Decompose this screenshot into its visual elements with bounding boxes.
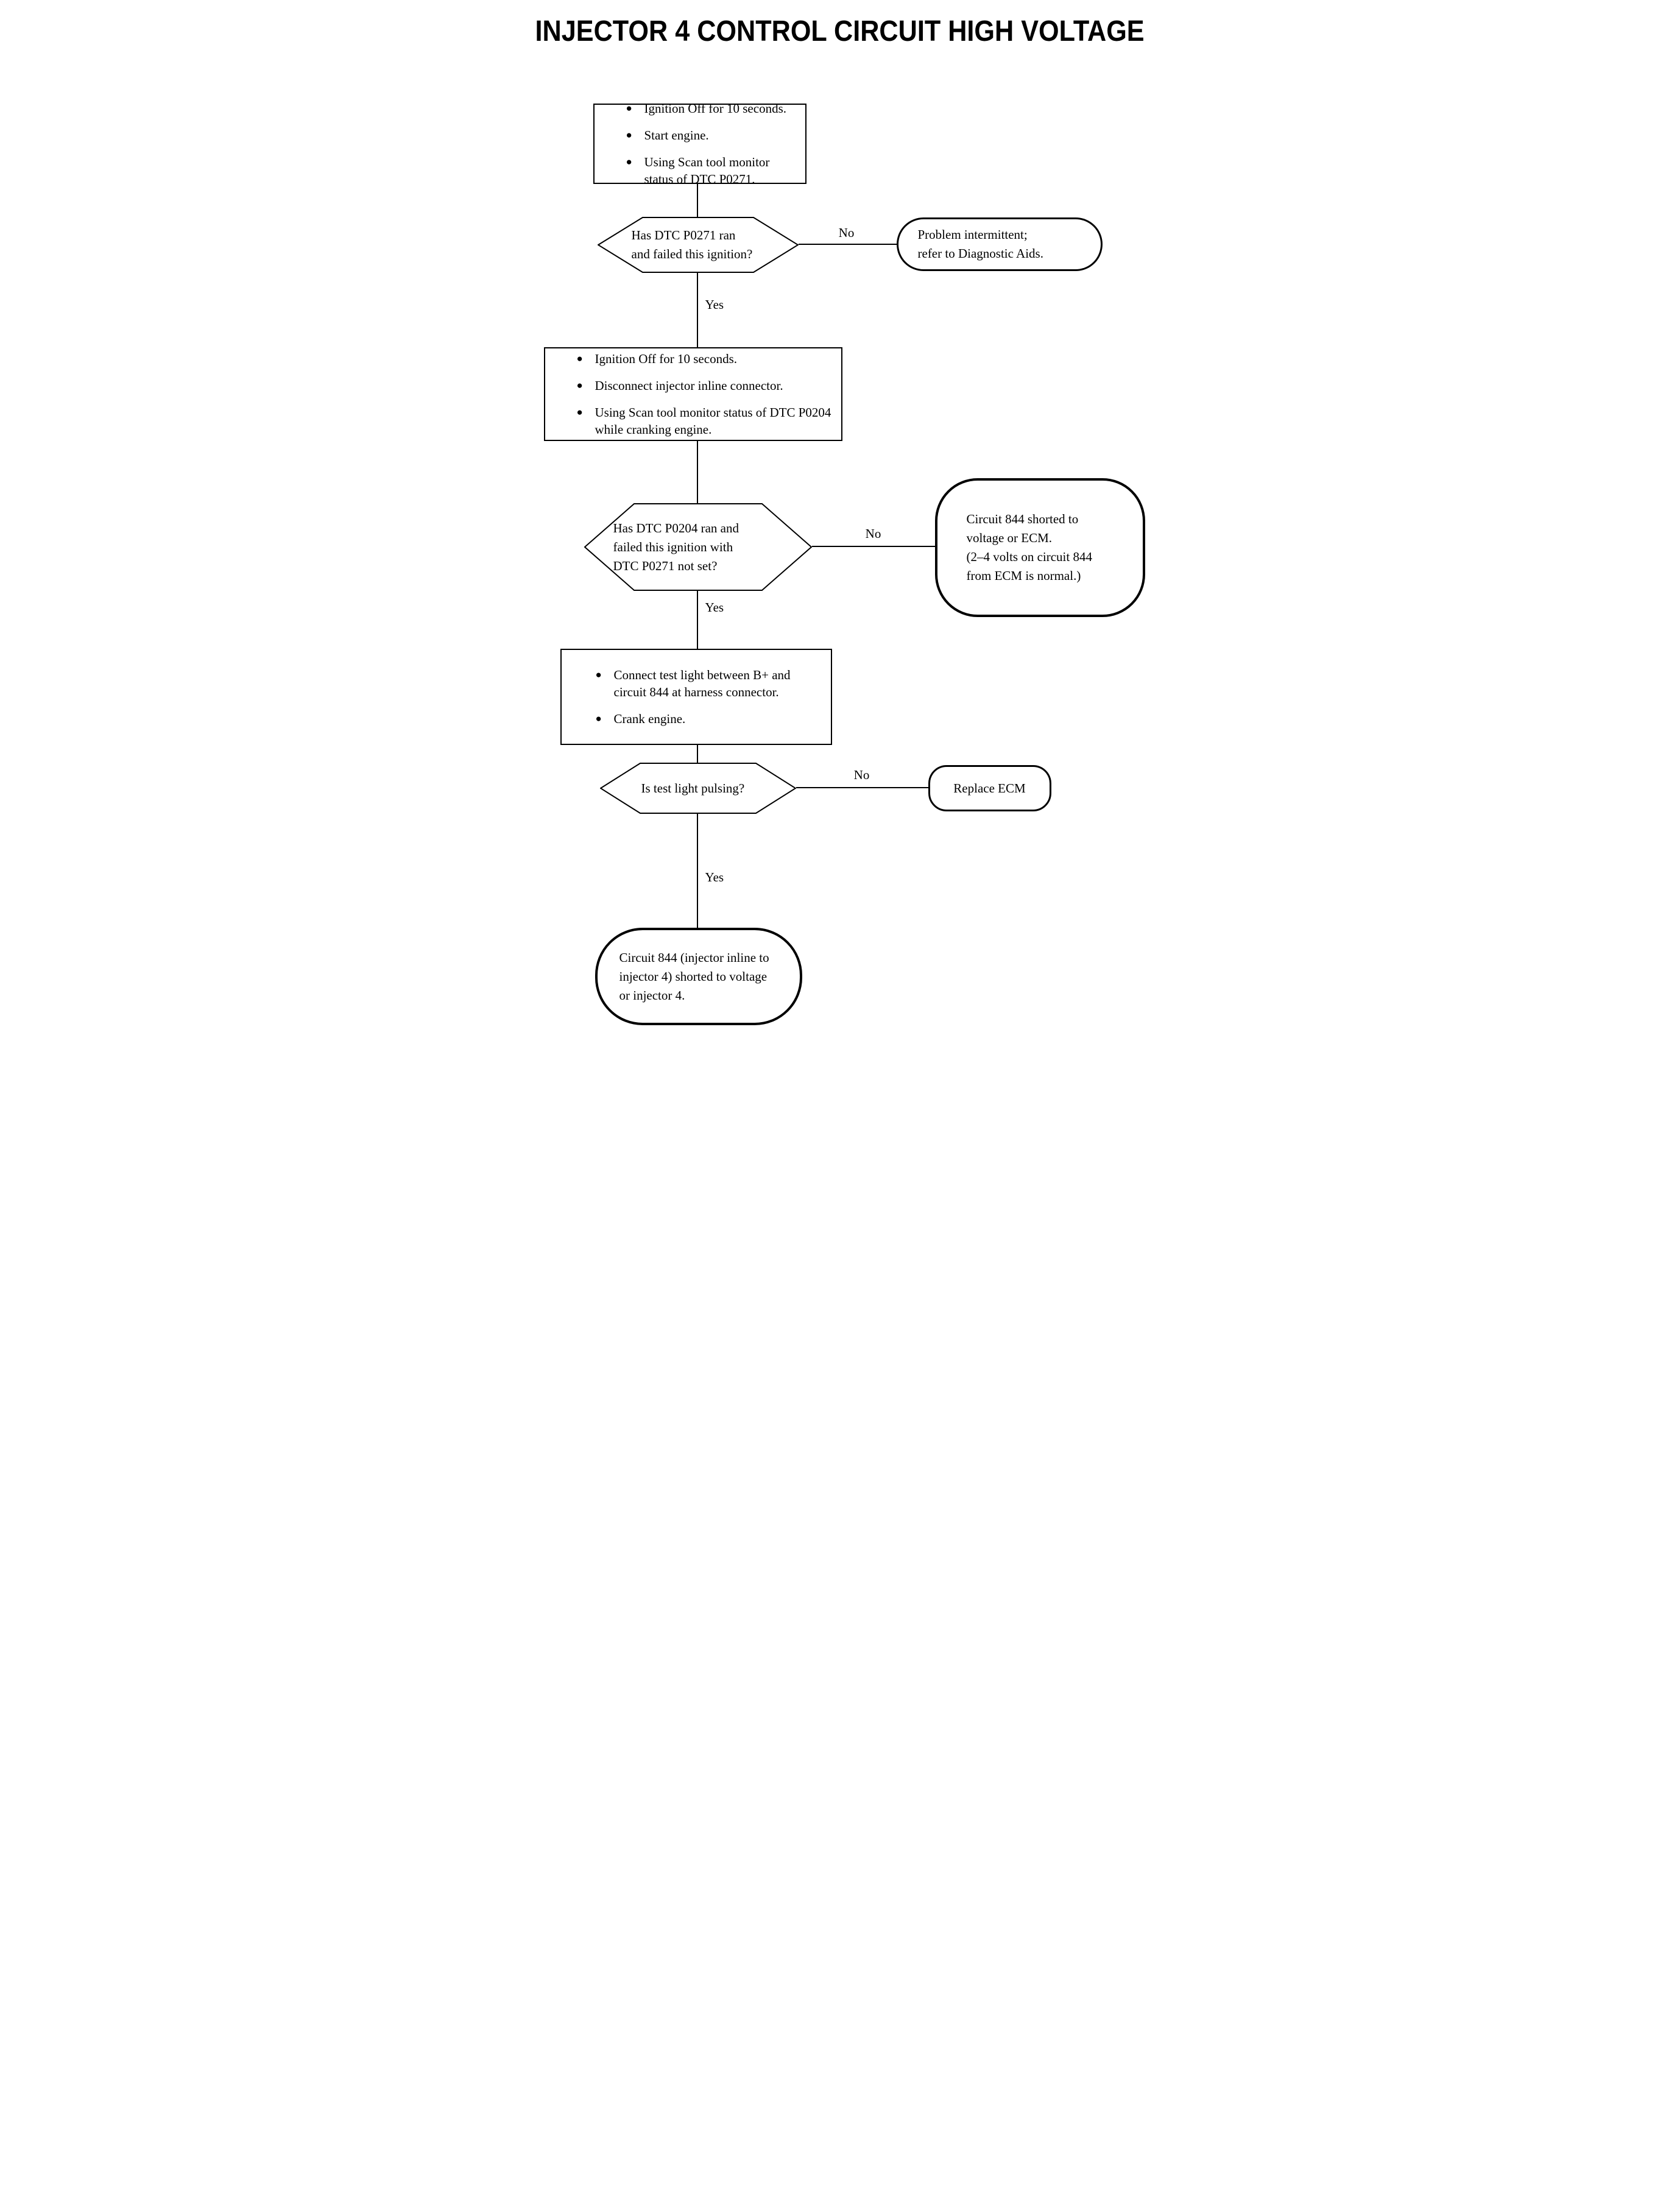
step2-bullet-3-text: Using Scan tool monitor status of DTC P0… [595, 405, 831, 437]
step1-bullet-1-text: Ignition Off for 10 seconds. [644, 101, 787, 116]
step2-bullet-2-text: Disconnect injector inline connector. [595, 378, 783, 393]
bullet-icon: ● [626, 129, 632, 141]
step2-bullet-3: ● Using Scan tool monitor status of DTC … [577, 404, 836, 438]
connector-step1-decision1 [696, 184, 698, 217]
decision3-text: Is test light pulsing? [641, 780, 745, 796]
bullet-icon: ● [626, 156, 632, 168]
connector-decision3-yes [696, 814, 698, 928]
bullet-icon: ● [595, 669, 602, 680]
terminal-circuit-844-shorted: Circuit 844 shorted to voltage or ECM. (… [934, 478, 1145, 617]
step-box-2: ● Ignition Off for 10 seconds. ● Disconn… [543, 347, 842, 441]
connector-step2-decision2 [696, 441, 698, 503]
step2-bullet-2: ● Disconnect injector inline connector. [577, 377, 836, 394]
decision-hexagon-1: Has DTC P0271 ran and failed this igniti… [597, 217, 799, 273]
hexagon-shape [599, 763, 796, 814]
label-no-2: No [865, 526, 881, 541]
label-yes-3: Yes [705, 870, 724, 884]
decision-hexagon-2: Has DTC P0204 ran and failed this igniti… [584, 503, 812, 591]
page-title-text: INJECTOR 4 CONTROL CIRCUIT HIGH VOLTAGE [535, 15, 1145, 48]
step1-bullet-1: ● Ignition Off for 10 seconds. [626, 100, 800, 117]
hexagon-shape [597, 217, 799, 273]
flowchart-page: INJECTOR 4 CONTROL CIRCUIT HIGH VOLTAGE … [420, 0, 1260, 1105]
decision1-text: Has DTC P0271 ran and failed this igniti… [631, 228, 753, 261]
terminal-replace-ecm: Replace ECM [928, 765, 1051, 811]
step-box-3: ● Connect test light between B+ and circ… [560, 649, 832, 745]
label-yes-1: Yes [705, 297, 724, 312]
step1-bullet-3: ● Using Scan tool monitor status of DTC … [626, 154, 800, 188]
connector-decision1-yes [696, 273, 698, 347]
bullet-icon: ● [576, 406, 583, 418]
connector-decision2-yes [696, 591, 698, 649]
decision2-text: Has DTC P0204 ran and failed this igniti… [613, 520, 739, 573]
step-box-1: ● Ignition Off for 10 seconds. ● Start e… [593, 101, 806, 186]
terminal-problem-intermittent: Problem intermittent; refer to Diagnosti… [896, 217, 1103, 271]
step3-bullet-2-text: Crank engine. [613, 711, 686, 726]
bullet-icon: ● [576, 353, 583, 364]
step1-bullet-2-text: Start engine. [644, 128, 709, 143]
bullet-icon: ● [626, 102, 632, 114]
terminal-circuit-844-injector: Circuit 844 (injector inline to injector… [595, 928, 802, 1025]
connector-decision3-no [796, 787, 928, 788]
page-title: INJECTOR 4 CONTROL CIRCUIT HIGH VOLTAGE [420, 15, 1260, 49]
step3-bullet-1: ● Connect test light between B+ and circ… [596, 666, 826, 701]
label-no-3: No [853, 768, 870, 782]
bullet-icon: ● [576, 380, 583, 391]
step2-bullet-1-text: Ignition Off for 10 seconds. [595, 351, 738, 366]
connector-decision1-no [798, 244, 897, 245]
step3-bullet-2: ● Crank engine. [596, 710, 826, 727]
step3-bullet-1-text: Connect test light between B+ and circui… [613, 668, 791, 699]
step1-bullet-2: ● Start engine. [626, 127, 800, 144]
label-yes-2: Yes [705, 600, 724, 615]
label-no-1: No [838, 225, 855, 240]
decision-hexagon-3: Is test light pulsing? [599, 763, 796, 814]
step2-bullet-1: ● Ignition Off for 10 seconds. [577, 350, 836, 367]
hexagon-shape [584, 503, 812, 591]
bullet-icon: ● [595, 713, 602, 724]
step1-bullet-3-text: Using Scan tool monitor status of DTC P0… [644, 155, 770, 186]
connector-decision2-no [811, 546, 935, 547]
connector-step3-decision3 [696, 745, 698, 763]
